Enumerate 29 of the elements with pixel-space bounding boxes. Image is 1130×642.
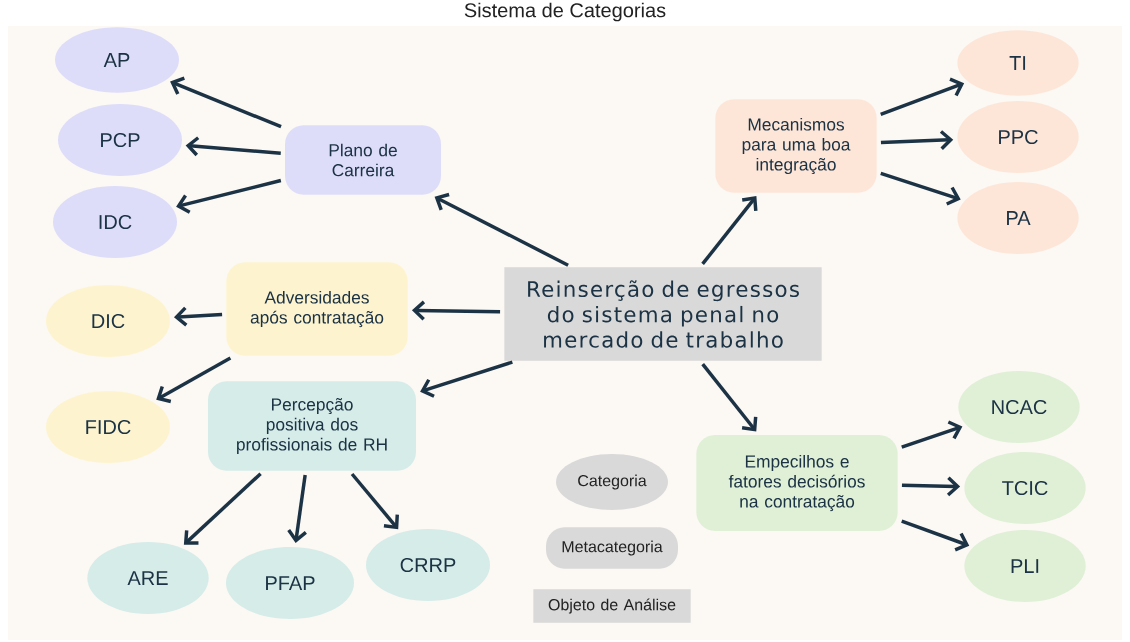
arrow [701,363,758,432]
arrow [701,196,758,265]
arrow [901,420,963,449]
arrow [173,306,223,327]
metacategory-box: Plano de Carreira [285,125,441,195]
arrow [411,300,501,321]
arrow [170,76,282,129]
legend-item: Categoria [556,454,668,510]
object-box: Reinserção de egressos do sistema penal no mercado de trabalho [504,267,822,361]
arrow [183,472,262,545]
metacategory-box: Percepção positiva dos profissionais de RH [208,381,416,471]
arrow [901,476,961,497]
arrow [185,136,281,157]
title: Sistema de Categorias [464,2,666,22]
metacategory-box: Adversidades após contratação [226,262,408,356]
arrow [176,178,282,214]
metacategory-box: Empecilhos e fatores decisórios na contratação [696,435,898,531]
metacategory-box: Mecanismos para uma boa integração [715,99,877,193]
arrow [287,474,307,543]
legend-item: Objeto de Análise [533,589,691,623]
arrow [420,360,513,398]
legend-item: Metacategoria [546,527,678,569]
arrow [156,356,232,404]
arrow [434,192,569,267]
arrow [901,519,970,552]
arrow [880,130,954,150]
arrow [880,77,965,116]
arrow [880,171,961,206]
arrow [350,472,399,530]
